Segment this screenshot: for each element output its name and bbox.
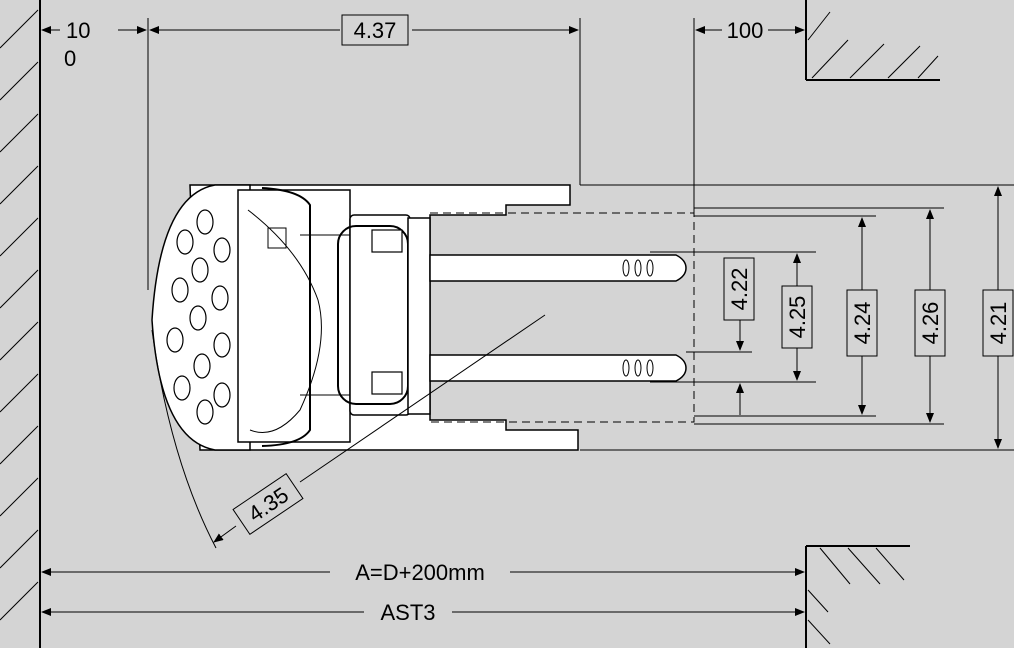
dim-aisle-width-ast: AST3 — [41, 600, 805, 625]
dim-length-to-fork-face: 4.37 — [149, 14, 579, 46]
fork-grip-marks — [622, 259, 654, 377]
load-outline — [429, 212, 695, 423]
forklift-truck — [151, 184, 695, 451]
dim-aisle-width-formula: A=D+200mm — [41, 560, 805, 585]
operator-compartment — [237, 189, 351, 443]
label-load-width: 4.26 — [918, 302, 943, 345]
control-panel-icon — [267, 227, 287, 249]
label-carriage-width: 4.24 — [850, 302, 875, 345]
fork-carriage — [407, 217, 431, 415]
label-aisle-width-formula: A=D+200mm — [355, 560, 485, 585]
overhead-guard — [261, 187, 311, 447]
seat-outline — [247, 209, 322, 433]
label-fork-spread-inner: 4.22 — [727, 268, 752, 311]
carriage-roller-bottom — [371, 371, 403, 395]
label-clearance-right: 100 — [727, 18, 764, 43]
label-length-to-fork-face: 4.37 — [354, 18, 397, 43]
dim-clearance-right: 100 — [695, 18, 805, 43]
fork-upper — [429, 254, 687, 282]
bottom-right-wall — [805, 545, 910, 648]
label-overall-width: 4.21 — [986, 302, 1011, 345]
left-wall — [0, 0, 41, 648]
dim-fork-spread-outer: 4.25 — [781, 253, 813, 381]
turning-arc — [151, 329, 217, 549]
counterweight-holes — [166, 209, 231, 425]
top-right-wall — [805, 0, 940, 81]
label-clearance-left-a: 10 — [66, 18, 90, 43]
label-fork-spread-outer: 4.25 — [785, 296, 810, 339]
dim-load-width: 4.26 — [914, 209, 946, 423]
dim-left-clearance: 10 0 — [41, 18, 147, 71]
carriage-roller-top — [371, 229, 403, 253]
extension-lines — [147, 18, 1014, 451]
dim-overall-width: 4.21 — [982, 186, 1014, 449]
dim-carriage-width: 4.24 — [846, 217, 878, 415]
label-clearance-left-b: 0 — [64, 46, 76, 71]
fork-lower — [429, 354, 687, 382]
label-aisle-width-ast: AST3 — [380, 600, 435, 625]
dim-fork-spread-inner: 4.22 — [723, 257, 755, 415]
